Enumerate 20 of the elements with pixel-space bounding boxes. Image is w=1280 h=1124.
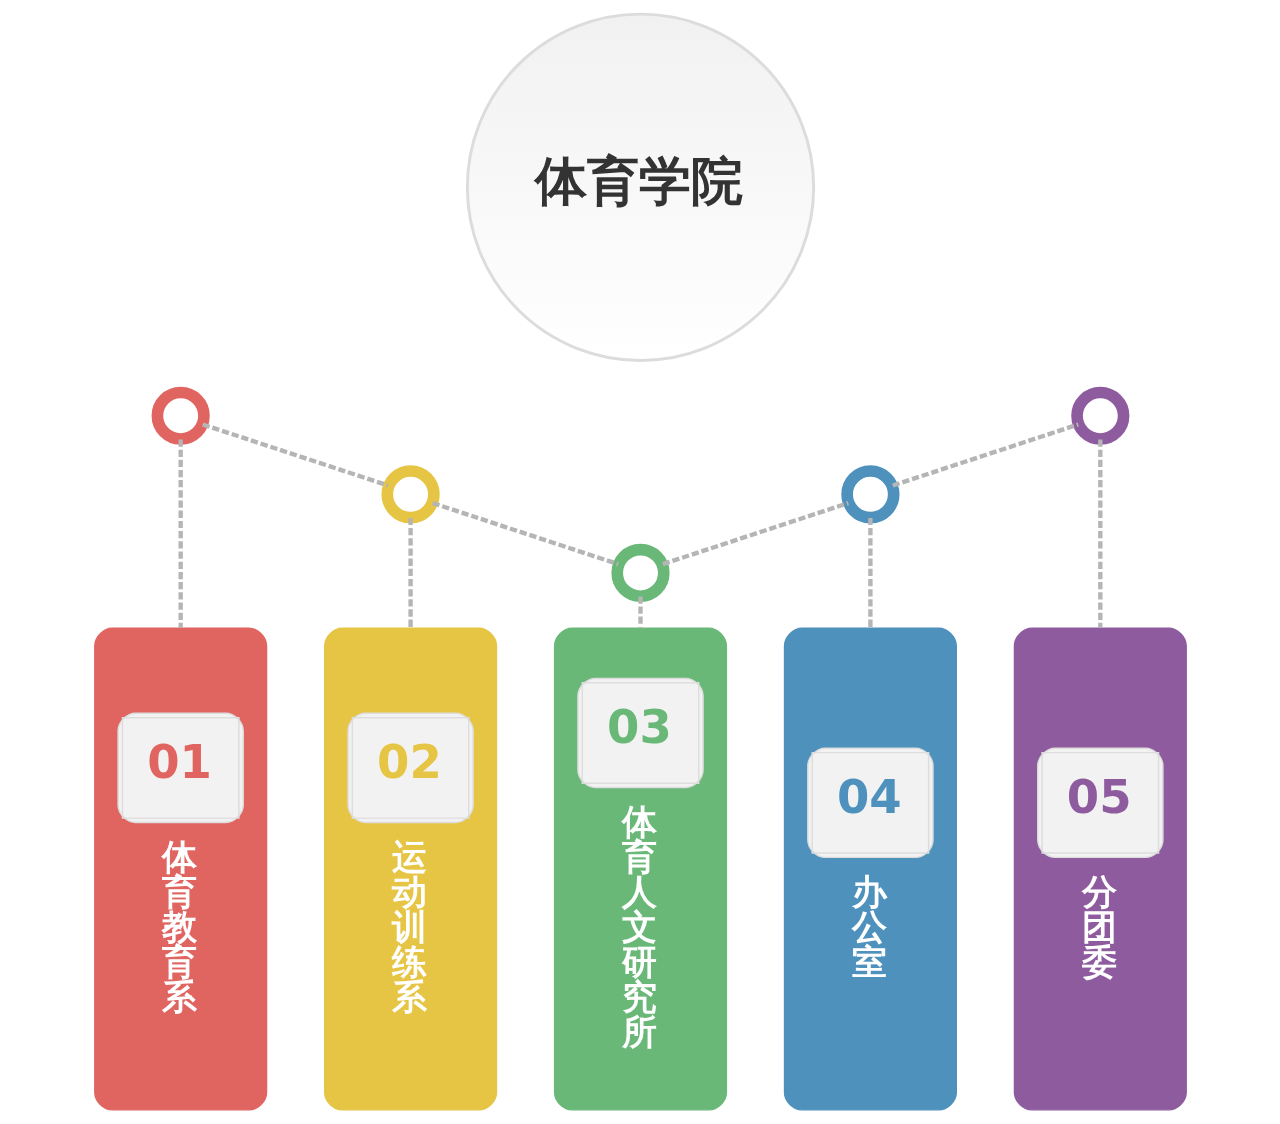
- node-box: 05 分团委: [1013, 627, 1187, 1111]
- node-box: 03 体育人文研究所: [553, 627, 727, 1111]
- connector: [407, 517, 413, 628]
- node-box: 02 运动训练系: [323, 627, 497, 1111]
- connector: [637, 596, 643, 629]
- connector: [867, 517, 873, 628]
- connector: [1097, 439, 1102, 628]
- node-box: 01 体育教育系: [93, 627, 267, 1111]
- node-circle: [151, 386, 210, 445]
- connector: [431, 500, 619, 567]
- node-circle: [840, 465, 900, 524]
- node-circle: [381, 465, 440, 524]
- connector: [891, 422, 1079, 488]
- node-circle: 体育学院: [465, 12, 815, 362]
- node-box: 04 办公室: [783, 627, 957, 1111]
- connector: [201, 422, 389, 488]
- connector: [661, 500, 849, 567]
- connector: [178, 439, 183, 628]
- node-circle: [610, 543, 670, 603]
- node-circle: [1070, 386, 1129, 445]
